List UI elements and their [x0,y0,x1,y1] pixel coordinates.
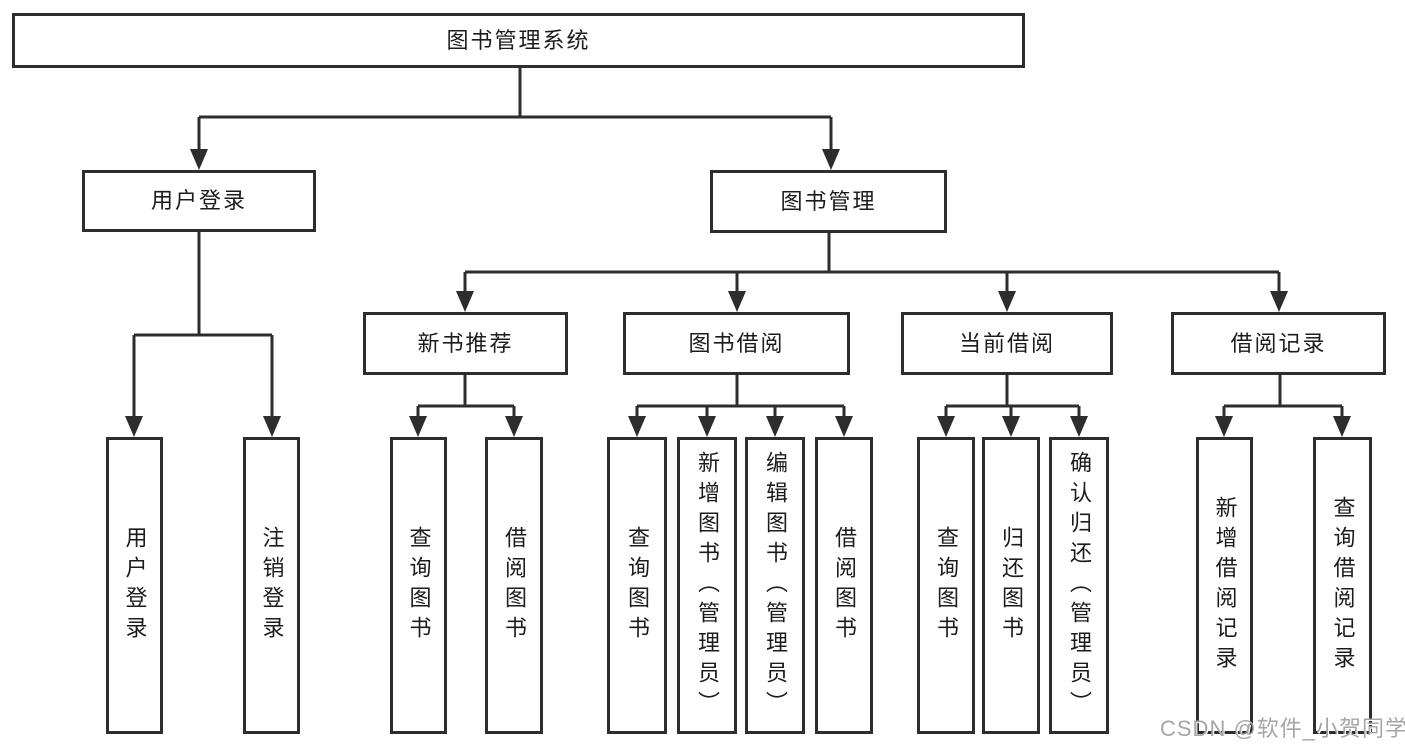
node-current-borrow: 当前借阅 [901,312,1113,375]
node-user-login: 用户登录 [82,170,316,232]
leaf-user-login: 用户登录 [106,437,163,734]
leaf-return-book: 归还图书 [982,437,1040,734]
leaf-borrow-book-recommend: 借阅图书 [485,437,543,734]
csdn-watermark: CSDN @软件_小贺同学 [1160,716,1405,741]
leaf-logout: 注销登录 [243,437,300,734]
leaf-confirm-return-admin: 确认归还（管理员） [1049,437,1109,734]
leaf-query-borrow-record: 查询借阅记录 [1313,437,1372,734]
node-new-book-recommend: 新书推荐 [363,312,568,375]
node-library-system: 图书管理系统 [12,13,1025,68]
leaf-add-book-admin: 新增图书（管理员） [677,437,737,734]
leaf-edit-book-admin: 编辑图书（管理员） [745,437,805,734]
leaf-query-book-recommend: 查询图书 [390,437,447,734]
leaf-query-book-current: 查询图书 [917,437,975,734]
leaf-add-borrow-record: 新增借阅记录 [1196,437,1253,734]
node-book-borrow: 图书借阅 [623,312,850,375]
node-borrow-record: 借阅记录 [1171,312,1386,375]
node-book-management: 图书管理 [710,170,947,233]
leaf-borrow-book: 借阅图书 [815,437,873,734]
leaf-query-book-borrow: 查询图书 [607,437,667,734]
